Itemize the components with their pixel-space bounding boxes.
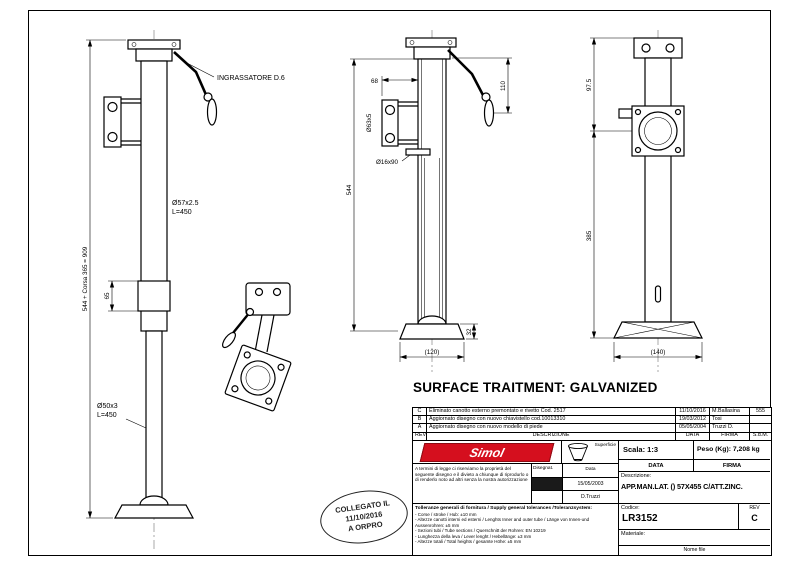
rev-sdm: 555 [749,406,772,417]
rev-date: 11/10/2016 [675,406,710,417]
rev-box-value: C [751,513,758,523]
descrizione-value: APP.MAN.LAT. () 57X455 C/ATT.ZINC. [621,482,743,491]
legal-notice-cell: A termini di legge ci riserviamo la prop… [413,463,531,503]
tolerance-line: - Lunghezza della leva / Lever lenght / … [415,533,532,539]
swivel-bracket [224,344,292,412]
dim-32: 32 [466,328,473,336]
dim-97-5: 97.5 [586,78,593,91]
rev-signature: Truzzi D. [709,423,750,433]
dim-inner-tube-length: L=450 [97,412,117,419]
left-view: INGRASSATORE D.6 544 + Corsa 365 = 909 6… [82,30,285,550]
tolerances-title: Tolleranze generali di fornitura / Suppl… [415,506,593,511]
dim-385: 385 [586,230,593,241]
detail-view-gearbox [222,282,292,412]
rev-letter: A [412,423,427,433]
rev-header-sdm: S.d.M. [749,431,772,441]
rev-letter: C [412,406,427,417]
logo-cell: Simol [413,441,561,463]
rev-sdm [749,415,772,425]
signature-stamp [532,477,562,490]
dim-544: 544 [346,184,353,195]
rev-letter: B [412,415,427,425]
surface-treatment-note: SURFACE TRAITMENT: GALVANIZED [413,380,658,395]
descrizione-cell: Descrizione: APP.MAN.LAT. () 57X455 C/AT… [618,471,770,503]
tolerance-line: - Altezze totali / Total heights / gesam… [415,539,522,545]
scala-cell: Scala: 1:3 [618,441,693,459]
superficie-label: Superficie [594,443,616,448]
tube-collar [137,280,171,312]
rev-date: 05/05/2004 [675,423,710,433]
rev-box: REV C [738,503,770,529]
foot-plate [113,504,195,519]
peso-cell: Peso (Kg): 7,208 kg [693,441,770,459]
rev-signature: Tosi [709,415,750,425]
tolerance-line: - Corse / stroke / Hub: ±10 mm [415,511,477,517]
nome-file-cell: Nome file [618,545,770,555]
revision-row-a: A Aggiornato disegno con nuovo modello d… [412,423,772,433]
codice-cell: Codice: LR3152 [618,503,738,529]
middle-view: 68 110 544 Ø63x5 Ø16x90 32 (120) [346,30,512,372]
data-column-header: DATA [618,459,693,471]
sig-date-value: 15/05/2003 [562,477,618,490]
dim-total-height: 544 + Corsa 365 = 909 [82,246,89,311]
rev-sdm [749,423,772,433]
dim-140: (140) [651,349,666,356]
rev-description: Eliminato canotto esterno premontato e r… [426,406,676,417]
simol-logo-text: Simol [468,445,506,459]
rev-box-label: REV [749,505,760,511]
simol-logo: Simol [419,442,555,462]
surface-finish-cone-icon [568,442,588,462]
right-view: 97.5 385 (140) [586,30,703,372]
rev-description: Aggiornato disegno con nuovo modello di … [426,423,676,433]
revision-table: C Eliminato canotto esterno premontato e… [412,406,772,441]
rev-date: 19/03/2012 [675,415,710,425]
materiale-cell: Materiale: [618,529,770,545]
disegnat-label: Disegnat. [533,466,554,471]
rev-description: Aggiornato disegno con nuovo chiavistell… [426,415,676,425]
superficie-cell: Superficie [561,441,618,463]
tolerances-cell: Tolleranze generali di fornitura / Suppl… [413,503,618,554]
inner-tube [145,330,163,506]
tolerance-line: - Sezioni tubi / Tube sections / Quersch… [415,528,546,534]
firma-column-header: FIRMA [693,459,770,471]
crank-handle-grip [206,98,218,126]
dim-outer-tube-spec: Ø57x2.5 [172,200,199,207]
rev-signature: M.Ballasina [709,406,750,417]
sig-author-name: D.Truzzi [562,490,618,503]
dim-outer-tube-length: L=450 [172,209,192,216]
dim-68: 68 [371,78,379,85]
dim-16x90: Ø16x90 [376,159,399,166]
revision-header-row: REV DESCRIZIONE DATA FIRMA S.d.M. [412,431,772,441]
dim-65: 65 [104,292,111,300]
dim-63x5: Ø63x5 [366,113,373,132]
legal-notice-text: A termini di legge ci riserviamo la prop… [415,466,529,483]
dim-110: 110 [500,80,507,91]
codice-value: LR3152 [622,513,658,524]
revision-row-c: C Eliminato canotto esterno premontato e… [412,406,772,417]
dim-inner-tube-spec: Ø50x3 [97,403,118,410]
descrizione-label: Descrizione: [621,473,652,479]
materiale-label: Materiale: [621,531,646,537]
signature-table: Disegnat. Data 15/05/2003 D.Truzzi [531,463,618,503]
revision-row-b: B Aggiornato disegno con nuovo chiaviste… [412,415,772,425]
codice-label: Codice: [621,505,640,511]
dim-120: (120) [425,349,440,356]
label-ingrassatore: INGRASSATORE D.6 [217,75,285,82]
tolerance-line: - Altezze canotti interni ed esterni / L… [415,517,590,528]
sig-empty-cell [532,490,562,503]
sig-data-header: Data [562,464,618,477]
title-block: Simol Superficie Scala: 1:3 Peso (Kg): 7… [412,440,772,556]
